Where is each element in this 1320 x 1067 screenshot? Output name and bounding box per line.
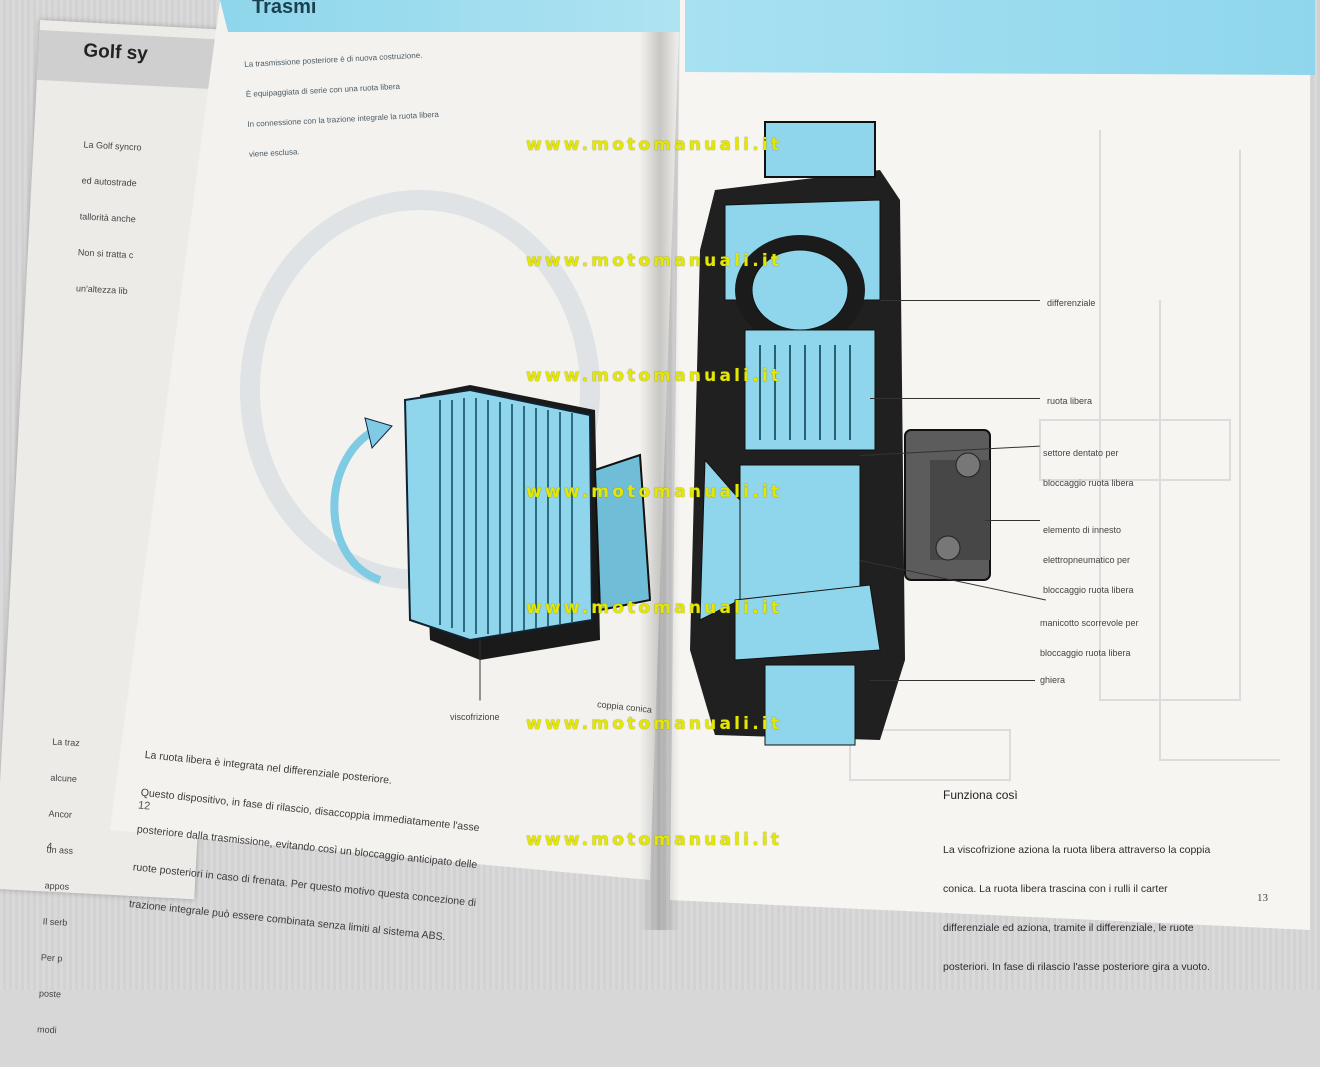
function-line: posteriori. In fase di rilascio l'asse p… [943, 961, 1210, 973]
label-line: elettropneumatico per [1043, 555, 1131, 565]
label-differenziale: differenziale [1047, 298, 1096, 308]
label-line: bloccaggio ruota libera [1043, 585, 1134, 595]
paragraph-line: Questo dispositivo, in fase di rilascio,… [140, 786, 481, 834]
leader-ghiera [870, 680, 1035, 681]
function-paragraph: La viscofrizione aziona la ruota libera … [943, 818, 1273, 987]
paragraph-line: posteriore dalla trasmissione, evitando … [136, 823, 478, 872]
watermark: www.motomanuali.it [526, 251, 783, 271]
label-line: manicotto scorrevole per [1040, 618, 1139, 628]
coupling-ribs [439, 398, 573, 634]
arrow-head [364, 417, 393, 450]
left-page-title: Trasmi [252, 0, 317, 18]
booklet-spine [640, 0, 680, 930]
watermark: www.motomanuali.it [526, 830, 783, 850]
right-header-band [685, 0, 1315, 75]
leader-differenziale [880, 300, 1040, 301]
freewheel-unit [744, 329, 876, 451]
ring-gear [734, 584, 881, 661]
left-page-paragraph: La ruota libera è integrata nel differen… [127, 724, 481, 957]
label-elemento-innesto: elemento di innesto elettropneumatico pe… [1043, 505, 1134, 605]
paragraph-line: La ruota libera è integrata nel differen… [144, 748, 393, 787]
watermark: www.motomanuali.it [526, 598, 783, 618]
leader-elemento-innesto [985, 520, 1040, 521]
function-heading: Funziona così [943, 788, 1018, 802]
label-line: bloccaggio ruota libera [1043, 478, 1134, 488]
function-line: conica. La ruota libera trascina con i r… [943, 883, 1168, 895]
differential-housing [690, 121, 905, 746]
label-viscofrizione: viscofrizione [450, 712, 500, 722]
lower-output-flange [764, 664, 856, 746]
leader-viscofrizione [479, 640, 481, 701]
paragraph-line: ruote posteriori in caso di frenata. Per… [132, 860, 477, 909]
watermark: www.motomanuali.it [526, 714, 783, 734]
label-ghiera: ghiera [1040, 675, 1066, 685]
upper-output-flange [764, 121, 876, 178]
leader-ruota-libera [870, 398, 1040, 399]
left-page-number: 12 [137, 799, 151, 813]
label-line: elemento di innesto [1043, 525, 1122, 535]
rotation-arrow [330, 426, 382, 584]
back-bottom-line: modi [36, 1024, 57, 1036]
function-line: La viscofrizione aziona la ruota libera … [943, 844, 1211, 856]
watermark: www.motomanuali.it [526, 482, 783, 502]
label-settore-dentato: settore dentato per bloccaggio ruota lib… [1043, 428, 1134, 498]
left-header-band [220, 0, 680, 32]
drive-unit-illustration [240, 121, 1280, 781]
viscous-coupling [403, 385, 652, 660]
label-ruota-libera: ruota libera [1047, 396, 1093, 406]
label-line: settore dentato per [1043, 448, 1119, 458]
label-line: bloccaggio ruota libera [1040, 648, 1131, 658]
electropneumatic-actuator [904, 429, 991, 581]
watermark: www.motomanuali.it [526, 135, 783, 155]
watermark: www.motomanuali.it [526, 366, 783, 386]
faint-circuit [849, 130, 1280, 781]
label-manicotto: manicotto scorrevole per bloccaggio ruot… [1040, 598, 1139, 668]
right-page-number: 13 [1257, 892, 1268, 904]
function-line: differenziale ed aziona, tramite il diff… [943, 922, 1194, 934]
